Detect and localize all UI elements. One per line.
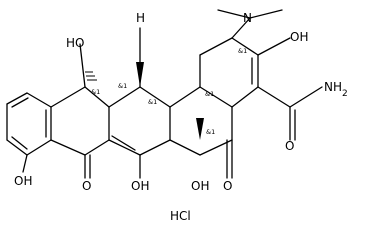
n-dimethyl-label: N [243, 11, 252, 25]
oh-bottom-left-label: OH [14, 174, 32, 188]
nh2-label: NH2 [324, 80, 348, 99]
bonds [6, 9, 323, 179]
o-amide-label: O [285, 139, 294, 153]
o-ketone-left-label: O [82, 179, 91, 193]
stereo-label-c4: &1 [238, 47, 247, 55]
stereo-label-c4a: &1 [205, 90, 214, 98]
wedges [85, 62, 204, 140]
o-ketone-right-label: O [223, 179, 232, 193]
h-top-label: H [136, 11, 145, 25]
salt-label: HCl [170, 209, 191, 223]
stereo-label-c12a: &1 [206, 128, 215, 136]
oh-bottom-mid-label: OH [131, 179, 149, 193]
stereo-labels: &1 &1 &1 &1 &1 &1 [91, 47, 247, 136]
stereo-label-c5a-b: &1 [148, 98, 157, 106]
stereo-label-c5a: &1 [118, 82, 127, 90]
chemical-structure: HO H N OH NH2 O OH O OH OH O HCl &1 &1 &… [6, 9, 348, 223]
stereo-label-c6: &1 [91, 88, 100, 96]
oh-enol-right-label: OH [290, 30, 308, 44]
oh-ring-junction-label: OH [191, 179, 209, 193]
oh-top-left-label: HO [66, 36, 84, 50]
atom-labels: HO H N OH NH2 O OH O OH OH O HCl [14, 11, 348, 223]
